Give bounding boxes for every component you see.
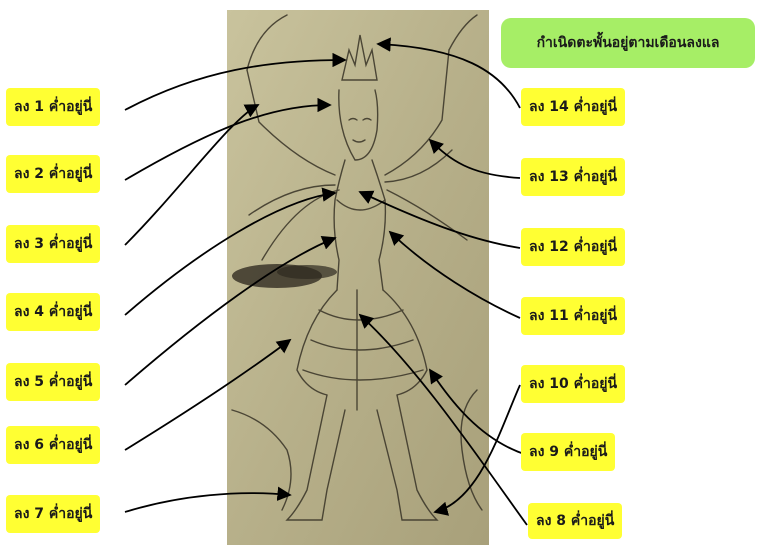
label-day-13: ลง 13 ค่ำอยู่นี่ xyxy=(521,158,625,196)
label-day-4: ลง 4 ค่ำอยู่นี่ xyxy=(6,293,100,331)
label-day-1: ลง 1 ค่ำอยู่นี่ xyxy=(6,88,100,126)
title-banner: กำเนิดตะพั้นอยู่ตามเดือนลงแล xyxy=(501,18,755,68)
label-day-2: ลง 2 ค่ำอยู่นี่ xyxy=(6,155,100,193)
label-day-7: ลง 7 ค่ำอยู่นี่ xyxy=(6,495,100,533)
label-day-6: ลง 6 ค่ำอยู่นี่ xyxy=(6,426,100,464)
label-day-3: ลง 3 ค่ำอยู่นี่ xyxy=(6,225,100,263)
label-day-11: ลง 11 ค่ำอยู่นี่ xyxy=(521,297,625,335)
label-day-9: ลง 9 ค่ำอยู่นี่ xyxy=(521,433,615,471)
label-day-14: ลง 14 ค่ำอยู่นี่ xyxy=(521,88,625,126)
manuscript-figure-image xyxy=(227,10,489,545)
label-day-12: ลง 12 ค่ำอยู่นี่ xyxy=(521,228,625,266)
label-day-8: ลง 8 ค่ำอยู่นี่ xyxy=(528,503,622,539)
label-day-5: ลง 5 ค่ำอยู่นี่ xyxy=(6,363,100,401)
label-day-10: ลง 10 ค่ำอยู่นี่ xyxy=(521,365,625,403)
